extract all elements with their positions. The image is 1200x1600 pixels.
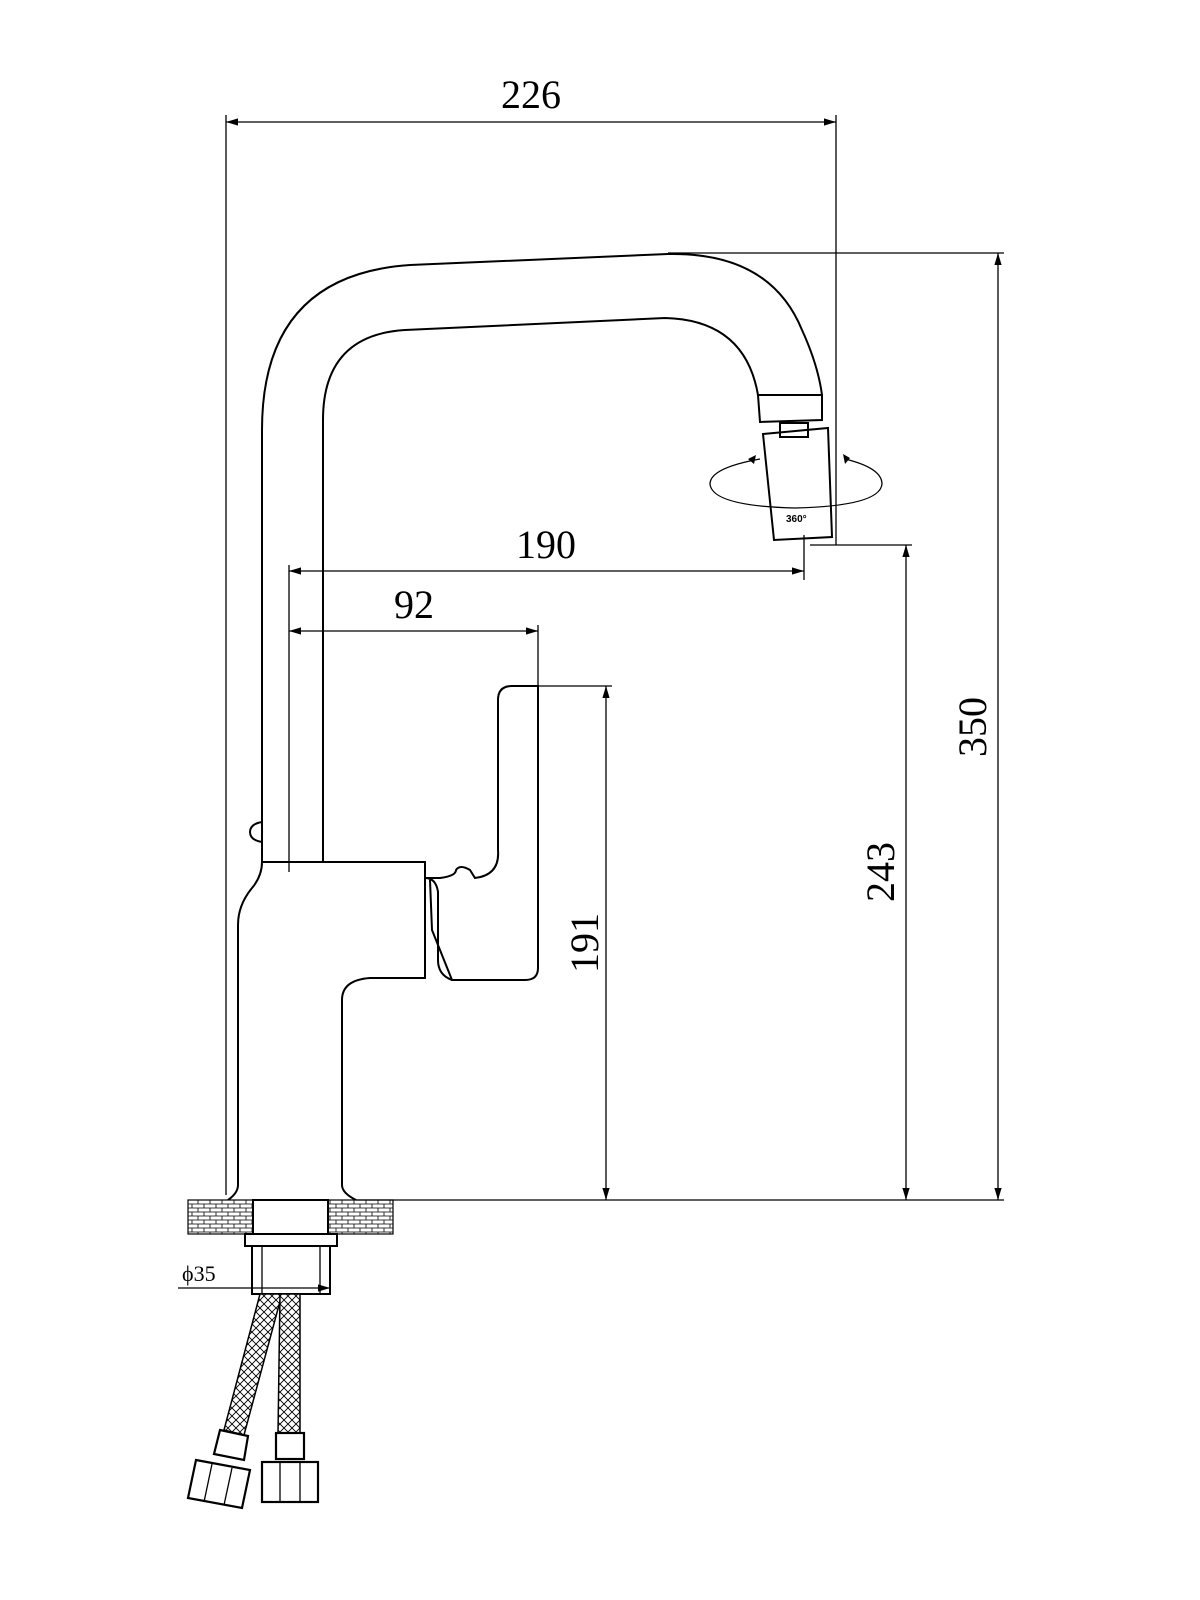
dimension-overall-width: 226 [501, 72, 561, 117]
handle-lever [425, 685, 539, 981]
hose-left-ferrule [212, 1428, 250, 1462]
hose-left [223, 1293, 283, 1436]
mounting-washer [244, 1233, 338, 1247]
countertop-left [187, 1199, 254, 1235]
faucet-body-right [262, 861, 426, 1201]
rotation-arrow-left-icon [748, 455, 756, 464]
handle-cartridge-line [424, 877, 453, 981]
faucet-outline: 360° [227, 252, 883, 1201]
dimension-lines: 226 190 92 191 243 350 ϕ35 [178, 72, 1004, 1294]
rotation-label: 360° [786, 514, 807, 525]
nozzle-nub [779, 422, 809, 438]
dimension-handle-offset: 92 [394, 582, 434, 627]
swivel-knob [248, 821, 263, 843]
mounting-shank [252, 1199, 329, 1235]
dimension-overall-height: 350 [950, 697, 995, 757]
hose-right-ferrule [274, 1431, 306, 1461]
dimension-spout-reach: 190 [516, 522, 576, 567]
spout-outer-contour [261, 252, 823, 840]
rotation-arrow-right-icon [843, 454, 850, 464]
mounting-assembly [186, 1199, 394, 1510]
hose-right-nut [260, 1460, 320, 1504]
rotation-ellipse [709, 458, 883, 509]
aerator-ring [756, 394, 823, 424]
dimension-mount-diameter: ϕ35 [182, 1261, 216, 1286]
countertop-right [327, 1199, 394, 1235]
swivel-nozzle [761, 426, 834, 542]
hose-right [277, 1293, 301, 1434]
dimension-handle-height: 191 [562, 913, 607, 973]
spout-inner-contour [322, 316, 759, 862]
dimension-spout-height: 243 [858, 842, 903, 902]
faucet-body [227, 840, 263, 1201]
mounting-nut [251, 1245, 331, 1295]
hose-left-nut [186, 1458, 252, 1510]
